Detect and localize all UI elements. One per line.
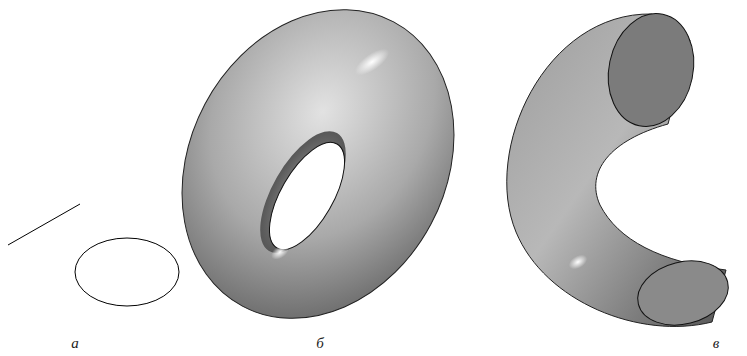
part-letter: б [316,336,324,351]
axis-line [8,204,80,245]
part-letter: в [713,336,720,351]
cut-face [598,6,704,135]
generating-circle [75,238,179,306]
cut-face [631,252,735,334]
cut-torus [507,6,735,335]
part-letter: а [71,336,79,351]
full-torus [129,0,506,356]
